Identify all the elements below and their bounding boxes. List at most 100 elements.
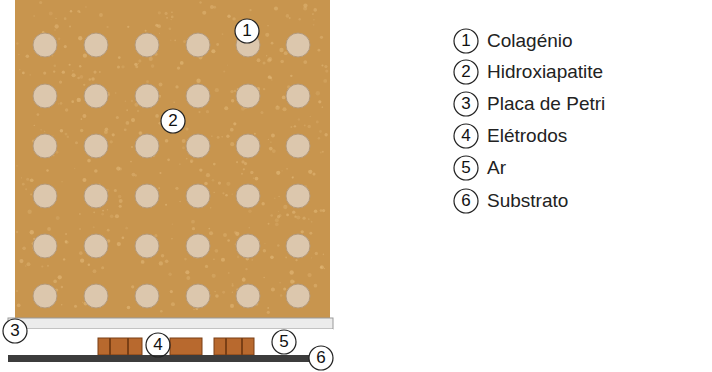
callout-number: 5 bbox=[272, 330, 296, 354]
texture-dot bbox=[77, 10, 80, 13]
texture-dot bbox=[157, 24, 161, 28]
texture-dot bbox=[208, 228, 210, 230]
texture-dot bbox=[30, 230, 34, 234]
texture-dot bbox=[263, 277, 265, 279]
texture-dot bbox=[222, 291, 225, 294]
texture-dot bbox=[312, 13, 314, 15]
texture-dot bbox=[168, 273, 171, 276]
hydroxyapatite-particle bbox=[84, 234, 108, 258]
texture-dot bbox=[292, 176, 294, 178]
texture-dot bbox=[185, 270, 189, 274]
texture-dot bbox=[226, 134, 229, 137]
texture-dot bbox=[145, 30, 147, 32]
texture-dot bbox=[43, 71, 46, 74]
texture-dot bbox=[198, 111, 200, 113]
hydroxyapatite-particle bbox=[236, 184, 260, 208]
texture-dot bbox=[26, 178, 29, 181]
texture-dot bbox=[237, 256, 240, 259]
texture-dot bbox=[65, 108, 68, 111]
texture-dot bbox=[79, 213, 81, 215]
legend-text: Ar bbox=[487, 156, 506, 180]
callout-number: 2 bbox=[454, 60, 478, 84]
texture-dot bbox=[271, 133, 275, 137]
callout-number: 2 bbox=[161, 109, 185, 133]
texture-dot bbox=[274, 198, 276, 200]
texture-dot bbox=[118, 195, 122, 199]
texture-dot bbox=[17, 303, 21, 307]
hydroxyapatite-particle bbox=[186, 134, 210, 158]
texture-dot bbox=[33, 15, 34, 16]
texture-dot bbox=[93, 70, 96, 73]
texture-dot bbox=[320, 265, 324, 269]
texture-dot bbox=[290, 75, 292, 77]
hydroxyapatite-particle bbox=[286, 284, 310, 308]
texture-dot bbox=[54, 29, 55, 30]
texture-dot bbox=[149, 57, 153, 61]
hydroxyapatite-particle bbox=[286, 33, 310, 57]
legend-text: Substrato bbox=[487, 189, 568, 213]
texture-dot bbox=[99, 13, 103, 17]
texture-dot bbox=[34, 125, 35, 126]
texture-dot bbox=[39, 1, 42, 4]
texture-dot bbox=[301, 230, 304, 233]
texture-dot bbox=[115, 214, 119, 218]
texture-dot bbox=[58, 103, 59, 104]
hydroxyapatite-particle bbox=[186, 84, 210, 108]
texture-dot bbox=[160, 310, 163, 313]
texture-dot bbox=[85, 6, 86, 7]
texture-dot bbox=[16, 231, 18, 233]
texture-dot bbox=[186, 158, 188, 160]
texture-dot bbox=[270, 255, 274, 259]
hydroxyapatite-particle bbox=[286, 184, 310, 208]
texture-dot bbox=[255, 177, 259, 181]
texture-dot bbox=[192, 227, 195, 230]
texture-dot bbox=[263, 249, 266, 252]
texture-dot bbox=[285, 256, 287, 258]
texture-dot bbox=[64, 17, 67, 20]
texture-dot bbox=[114, 189, 117, 192]
texture-dot bbox=[282, 107, 286, 111]
texture-dot bbox=[170, 19, 171, 20]
texture-dot bbox=[88, 263, 91, 266]
texture-dot bbox=[214, 291, 215, 292]
texture-dot bbox=[230, 142, 234, 146]
texture-dot bbox=[165, 260, 169, 264]
texture-dot bbox=[127, 26, 129, 28]
texture-dot bbox=[308, 218, 310, 220]
texture-dot bbox=[177, 66, 180, 69]
electrodes bbox=[98, 338, 254, 355]
texture-dot bbox=[171, 238, 173, 240]
hydroxyapatite-particle bbox=[33, 234, 57, 258]
texture-dot bbox=[221, 136, 222, 137]
texture-dot bbox=[159, 83, 163, 87]
texture-dot bbox=[94, 169, 98, 173]
texture-dot bbox=[58, 275, 62, 279]
texture-dot bbox=[171, 302, 175, 306]
texture-dot bbox=[77, 77, 80, 80]
texture-dot bbox=[37, 113, 40, 116]
texture-dot bbox=[269, 147, 273, 151]
texture-dot bbox=[278, 196, 280, 198]
texture-dot bbox=[82, 178, 86, 182]
hydroxyapatite-particle bbox=[186, 33, 210, 57]
texture-dot bbox=[267, 58, 271, 62]
texture-dot bbox=[80, 259, 84, 263]
callout-number: 1 bbox=[235, 19, 259, 43]
texture-dot bbox=[126, 109, 128, 111]
texture-dot bbox=[161, 254, 165, 258]
texture-dot bbox=[16, 165, 17, 166]
texture-dot bbox=[270, 141, 272, 143]
hydroxyapatite-particle bbox=[33, 33, 57, 57]
texture-dot bbox=[278, 211, 279, 212]
texture-dot bbox=[184, 258, 187, 261]
texture-dot bbox=[294, 125, 296, 127]
hydroxyapatite-particle bbox=[135, 84, 159, 108]
texture-dot bbox=[296, 215, 300, 219]
texture-dot bbox=[276, 171, 280, 175]
hydroxyapatite-particle bbox=[135, 184, 159, 208]
texture-dot bbox=[61, 304, 63, 306]
texture-dot bbox=[233, 122, 236, 125]
texture-dot bbox=[72, 73, 76, 77]
texture-dot bbox=[277, 215, 280, 218]
texture-dot bbox=[248, 227, 250, 229]
